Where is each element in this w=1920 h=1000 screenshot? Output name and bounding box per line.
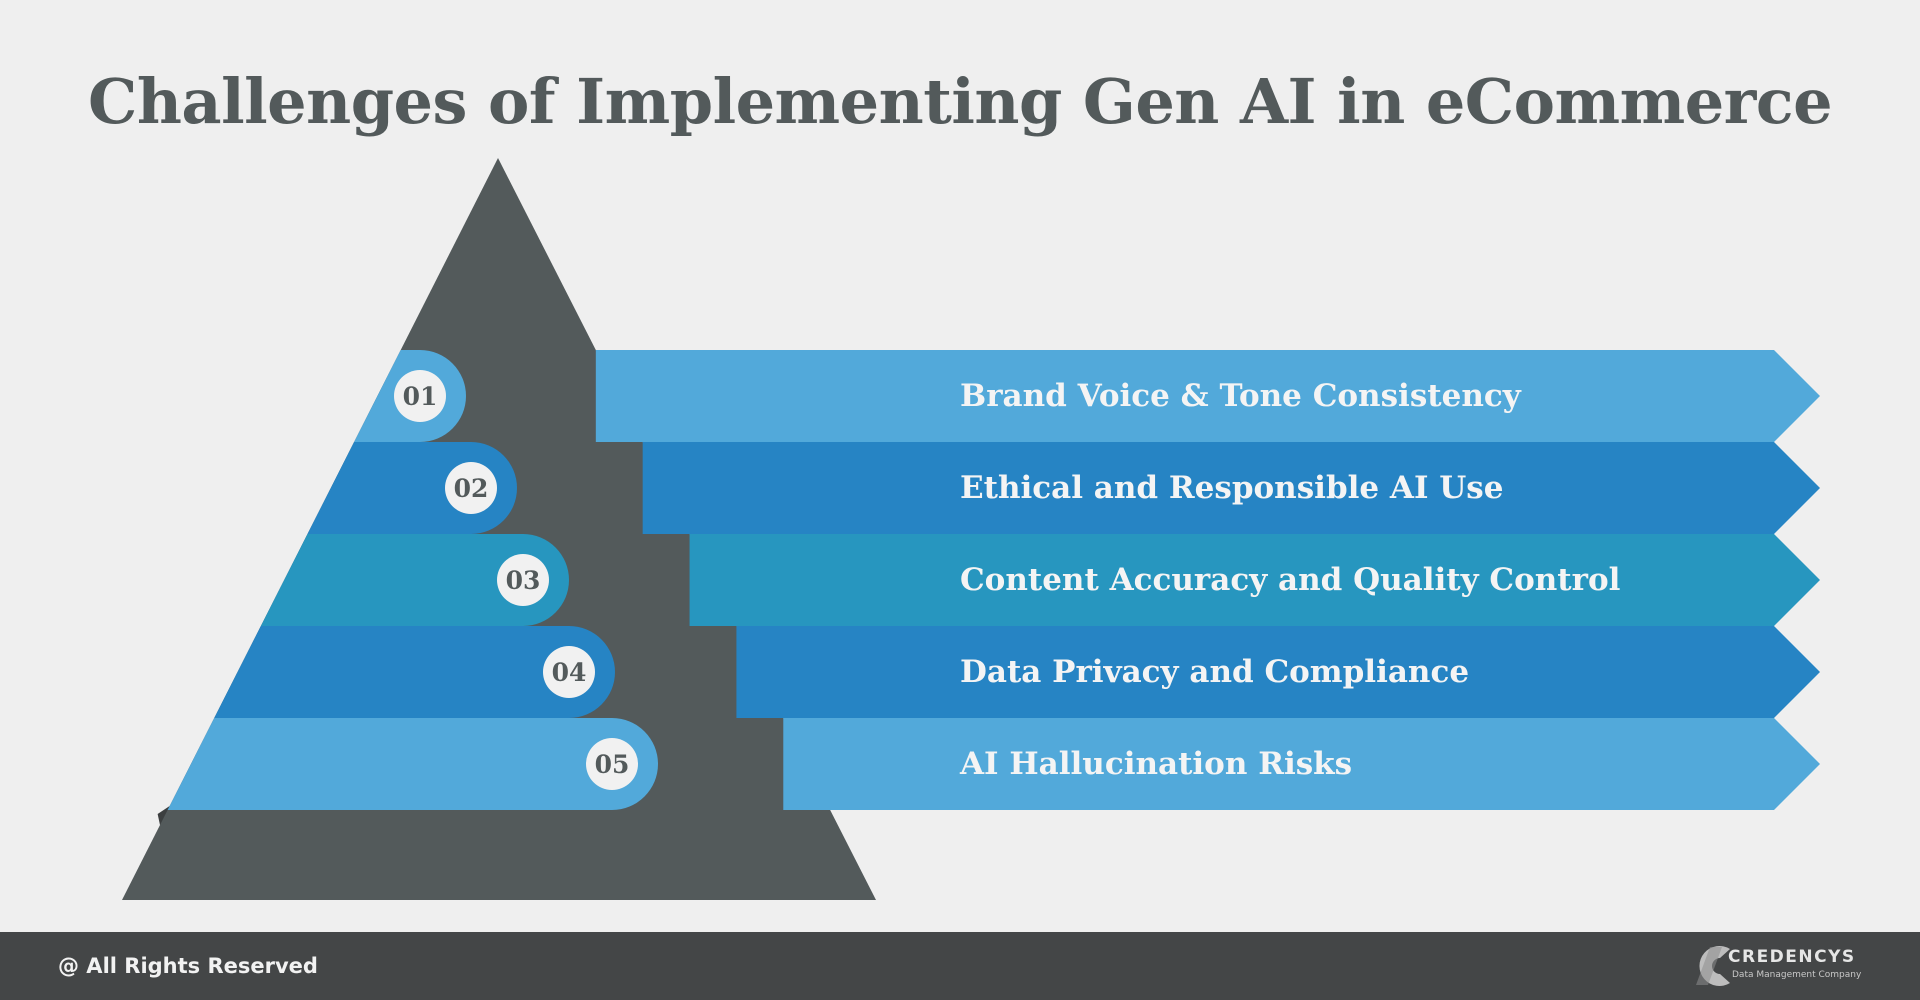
- badge-number: 05: [595, 750, 630, 779]
- company-logo: CREDENCYS Data Management Company: [1690, 940, 1870, 992]
- challenge-label: Brand Voice & Tone Consistency: [960, 378, 1522, 414]
- challenge-band-05: 05 AI Hallucination Risks: [167, 718, 1821, 810]
- page-title: Challenges of Implementing Gen AI in eCo…: [87, 65, 1833, 138]
- band-arrow: [736, 626, 1821, 718]
- number-badge: [445, 462, 497, 514]
- logo-name: CREDENCYS: [1728, 947, 1856, 967]
- challenge-label: Content Accuracy and Quality Control: [960, 562, 1620, 598]
- band-arrow: [689, 534, 1821, 626]
- footer-bar: @ All Rights Reserved CREDENCYS Data Man…: [0, 932, 1920, 1000]
- badge-number: 04: [552, 658, 587, 687]
- copyright-text: @ All Rights Reserved: [58, 954, 318, 978]
- number-badge: [497, 554, 549, 606]
- band-arrow: [595, 350, 1821, 442]
- band-left-segment: [167, 718, 658, 810]
- badge-number: 01: [403, 382, 438, 411]
- band-arrow: [642, 442, 1821, 534]
- badge-number: 02: [454, 474, 489, 503]
- band-left-segment: [260, 534, 569, 626]
- challenge-band-02: 02 Ethical and Responsible AI Use: [307, 442, 1821, 534]
- logo-mark-icon: [1696, 946, 1730, 986]
- number-badge: [586, 738, 638, 790]
- challenge-band-04: 04 Data Privacy and Compliance: [214, 626, 1821, 718]
- band-left-segment: [214, 626, 615, 718]
- badge-number: 03: [506, 566, 541, 595]
- logo-tagline: Data Management Company: [1732, 970, 1862, 980]
- challenge-band-03: 03 Content Accuracy and Quality Control: [260, 534, 1821, 626]
- challenge-label: Data Privacy and Compliance: [960, 654, 1469, 690]
- challenge-label: AI Hallucination Risks: [959, 746, 1352, 782]
- challenge-band-01: 01 Brand Voice & Tone Consistency: [354, 350, 1821, 442]
- number-badge: [394, 370, 446, 422]
- number-badge: [543, 646, 595, 698]
- band-arrow: [783, 718, 1821, 810]
- challenge-label: Ethical and Responsible AI Use: [960, 470, 1503, 506]
